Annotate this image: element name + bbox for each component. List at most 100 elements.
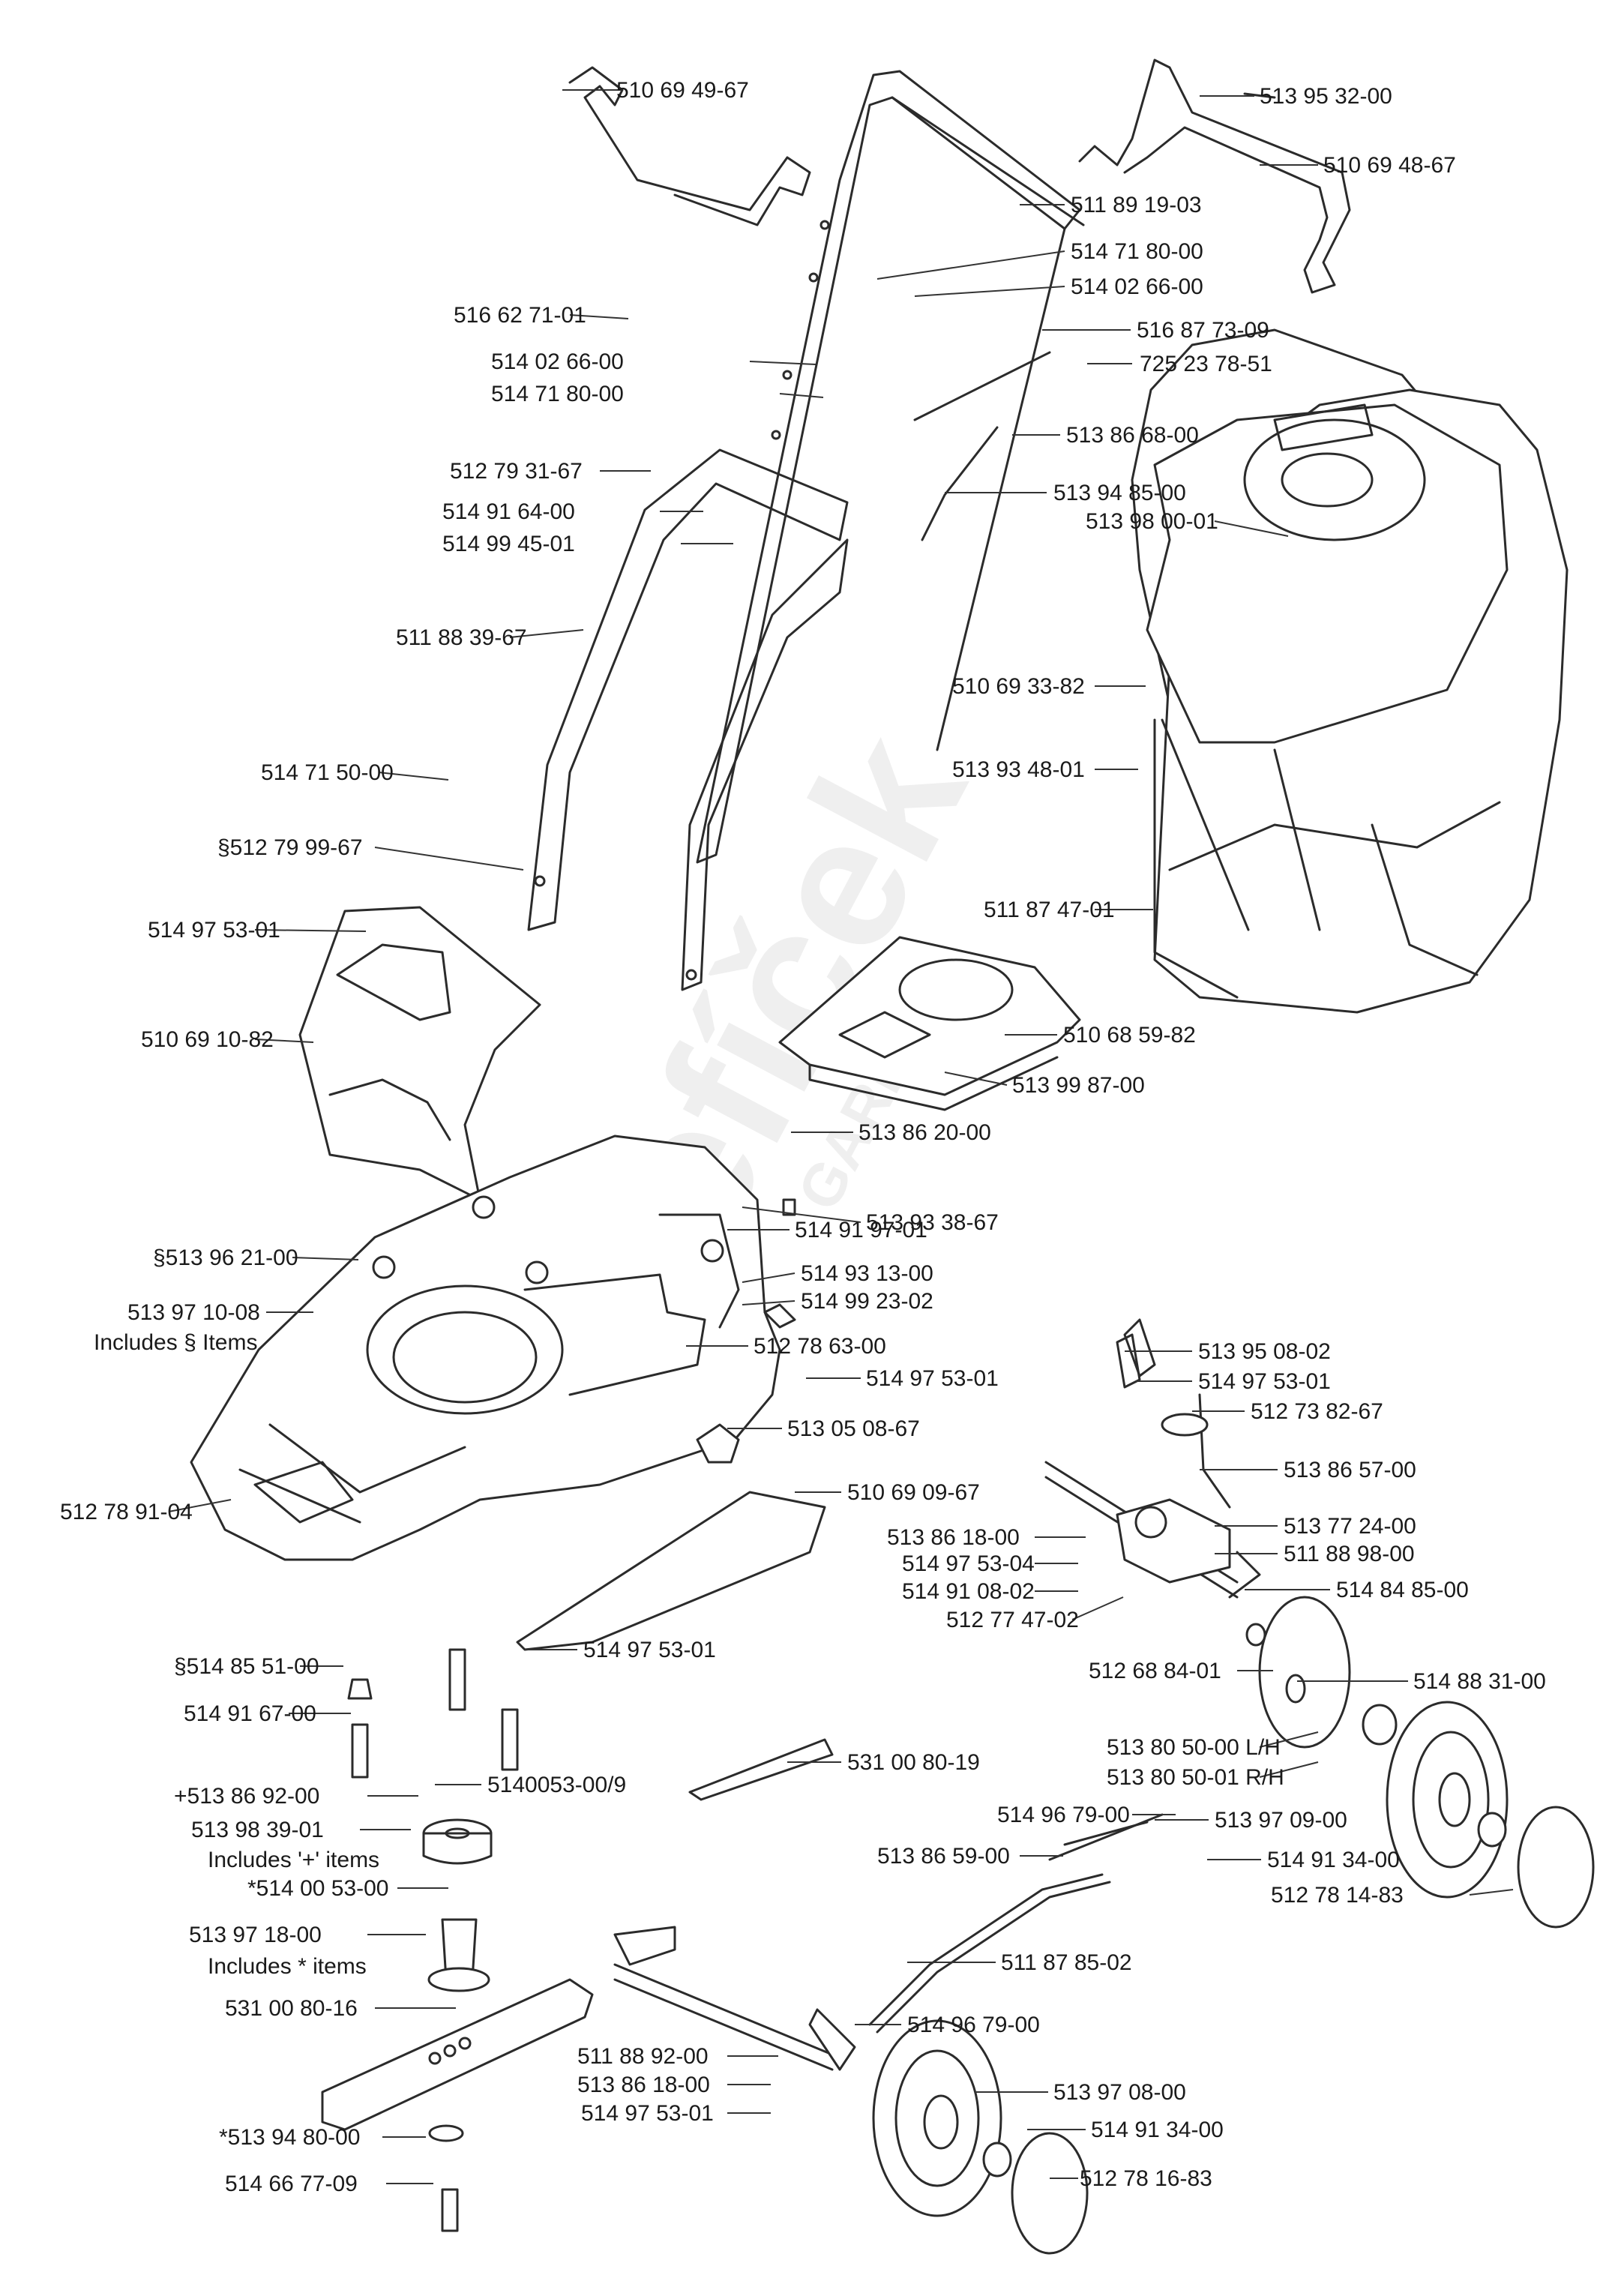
part-number-label: 513 97 10-08: [127, 1300, 260, 1325]
leader-line: [749, 361, 816, 365]
part-number-label: 512 73 82-67: [1251, 1399, 1383, 1424]
part-number-label: 513 98 39-01: [191, 1818, 324, 1842]
part-number-label: 513 99 87-00: [1012, 1073, 1145, 1098]
stop-decal: [1243, 92, 1276, 99]
leader-line: [1469, 1889, 1514, 1896]
part-number-label: 510 69 33-82: [952, 674, 1085, 699]
left-bail-wire: [568, 66, 811, 226]
part-number-label: 513 98 00-01: [1086, 509, 1218, 534]
cable-drive: [921, 426, 999, 541]
clip-part: [696, 1423, 740, 1464]
part-number-label: 512 78 91-04: [60, 1500, 193, 1524]
lower-handle: [527, 448, 849, 991]
part-number-label: 514 96 79-00: [907, 2013, 1040, 2037]
part-number-label: *514 00 53-00: [247, 1876, 389, 1901]
spring-part: [1116, 1333, 1141, 1389]
part-number-label: 512 77 47-02: [946, 1608, 1079, 1632]
part-number-label: 514 97 53-01: [148, 918, 280, 943]
front-wheel: [872, 2019, 1089, 2255]
part-number-label: 511 87 85-02: [1001, 1950, 1132, 1975]
part-number-label: 513 95 08-02: [1198, 1339, 1331, 1364]
part-number-label: 511 87 47-01: [984, 898, 1115, 922]
part-number-label: 513 86 18-00: [577, 2073, 710, 2097]
part-number-label: 531 00 80-16: [225, 1996, 358, 2021]
leader-line: [742, 1300, 796, 1305]
part-number-label: 516 87 73-09: [1137, 318, 1269, 343]
part-number-label: Includes '+' items: [208, 1848, 379, 1872]
part-number-label: 514 71 80-00: [1071, 239, 1203, 264]
part-number-label: 514 91 08-02: [902, 1579, 1035, 1604]
leader-line: [1259, 1731, 1319, 1748]
part-number-label: 516 62 71-01: [454, 303, 586, 328]
part-number-label: 512 79 31-67: [450, 459, 583, 484]
part-number-label: §512 79 99-67: [217, 835, 363, 860]
part-number-label: 513 86 20-00: [858, 1120, 991, 1145]
part-number-label: 514 88 31-00: [1413, 1669, 1546, 1694]
part-number-label: 513 95 32-00: [1260, 84, 1392, 109]
right-bail-wire: [1078, 58, 1351, 294]
part-number-label: 514 99 23-02: [801, 1289, 933, 1314]
part-number-label: 513 93 48-01: [952, 757, 1085, 782]
leader-line: [254, 1039, 314, 1043]
part-number-label: Includes § Items: [94, 1330, 257, 1355]
leader-line: [914, 286, 1065, 297]
part-number-label: 513 86 18-00: [887, 1525, 1020, 1550]
leader-line: [944, 1072, 1008, 1086]
part-number-label: 513 80 50-00 L/H: [1107, 1735, 1281, 1760]
part-number-label: 514 97 53-01: [1198, 1369, 1331, 1394]
part-number-label: 514 91 67-00: [184, 1701, 316, 1726]
part-number-label: 514 66 77-09: [225, 2172, 358, 2196]
part-number-label: 511 88 92-00: [577, 2044, 709, 2069]
part-number-label: §513 96 21-00: [153, 1245, 298, 1270]
leader-line: [742, 1206, 861, 1223]
part-number-label: 514 71 80-00: [491, 382, 624, 406]
part-number-label: 511 88 98-00: [1284, 1542, 1415, 1566]
part-number-label: 513 86 59-00: [877, 1844, 1010, 1869]
leader-line: [876, 250, 1065, 280]
part-number-label: 513 93 38-67: [866, 1210, 999, 1235]
part-number-label: 513 86 57-00: [1284, 1458, 1416, 1482]
part-number-label: Includes * items: [208, 1954, 367, 1979]
leader-line: [292, 1257, 359, 1260]
part-number-label: 514 96 79-00: [997, 1803, 1130, 1827]
mower-deck: [190, 1135, 781, 1561]
part-number-label: 514 91 34-00: [1091, 2118, 1224, 2142]
part-number-label: 513 94 85-00: [1053, 481, 1186, 505]
front-axle-assembly: [613, 1813, 1164, 2071]
part-number-label: 514 93 13-00: [801, 1261, 933, 1286]
front-deflector: [298, 906, 541, 1201]
part-number-label: 513 97 18-00: [189, 1923, 322, 1947]
leader-line: [569, 314, 629, 319]
part-number-label: 725 23 78-51: [1140, 352, 1272, 376]
part-number-label: 510 69 10-82: [141, 1027, 274, 1052]
leader-line: [779, 393, 824, 398]
throttle-cable: [1063, 1821, 1149, 1846]
leader-line: [254, 929, 367, 932]
part-number-label: 5140053-00/9: [487, 1773, 626, 1797]
part-number-label: 514 84 85-00: [1336, 1578, 1469, 1602]
part-number-label: 514 02 66-00: [1071, 274, 1203, 299]
drive-belt: [688, 1738, 834, 1801]
part-number-label: 510 69 09-67: [847, 1480, 980, 1505]
leader-line: [378, 772, 449, 781]
part-number-label: 513 77 24-00: [1284, 1514, 1416, 1539]
part-number-label: 531 00 80-19: [847, 1750, 980, 1775]
parts-artwork: [190, 58, 1595, 2255]
part-number-label: 514 97 53-01: [581, 2101, 714, 2126]
part-number-label: 510 68 59-82: [1063, 1023, 1196, 1048]
part-number-label: 512 68 84-01: [1089, 1659, 1221, 1683]
part-number-label: 514 91 64-00: [442, 499, 575, 524]
part-number-label: 513 97 09-00: [1215, 1808, 1347, 1833]
pulley-stack: [422, 1818, 493, 1992]
part-number-label: 514 91 97-01: [795, 1218, 927, 1242]
leader-line: [1214, 520, 1289, 537]
part-number-label: 514 97 53-01: [583, 1638, 716, 1662]
part-number-label: 512 78 16-83: [1080, 2166, 1212, 2191]
leader-line: [1259, 1761, 1319, 1778]
leader-line: [509, 629, 584, 638]
blade: [321, 1978, 594, 2131]
part-number-label: 514 97 53-01: [866, 1366, 999, 1391]
cable-stop: [913, 351, 1051, 421]
part-number-label: 514 91 34-00: [1267, 1848, 1400, 1872]
